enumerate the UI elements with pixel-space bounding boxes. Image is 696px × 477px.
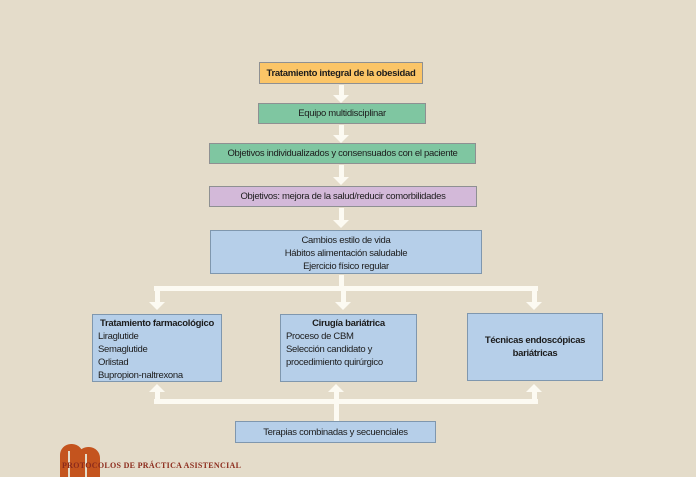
branch-drop-middle	[341, 291, 346, 303]
arrow-up-icon	[526, 384, 542, 392]
box-title: Técnicas endoscópicas bariátricas	[484, 335, 586, 359]
box-line: Proceso de CBM	[286, 331, 354, 342]
box-title: Cirugía bariátrica	[312, 318, 385, 329]
arrow-down-icon	[333, 95, 349, 103]
branch-top-bar	[154, 286, 538, 291]
drug-item: Bupropion-naltrexona	[98, 370, 183, 381]
arrow-salud-to-estilo-shaft	[339, 208, 344, 221]
arrow-down-icon	[149, 302, 165, 310]
box-tecnicas-endoscopicas: Técnicas endoscópicas bariátricas	[467, 313, 603, 381]
arrow-down-icon	[333, 177, 349, 185]
branch-drop-right	[532, 291, 537, 303]
box-line: Ejercicio físico regular	[303, 261, 389, 272]
footer-brand-text: PROTOCOLOS DE PRÁCTICA ASISTENCIAL	[62, 461, 242, 470]
surgery-lines: Proceso de CBM Selección candidato y pro…	[281, 330, 416, 369]
box-label: Terapias combinadas y secuenciales	[263, 426, 408, 438]
branch-bottom-bar	[154, 399, 538, 404]
arrow-down-icon	[333, 135, 349, 143]
arrow-objetivos-to-salud-shaft	[339, 165, 344, 178]
drug-item: Liraglutide	[98, 331, 139, 342]
branch-rise-left	[155, 392, 160, 404]
box-cirugia-bariatrica: Cirugía bariátrica Proceso de CBM Selecc…	[280, 314, 417, 382]
branch-top-stem	[339, 275, 344, 288]
box-title: Tratamiento farmacológico	[100, 318, 214, 329]
box-objetivos-salud: Objetivos: mejora de la salud/reducir co…	[209, 186, 477, 207]
arrow-down-icon	[526, 302, 542, 310]
terapias-stem	[334, 399, 339, 421]
drug-item: Semaglutide	[98, 344, 148, 355]
arrow-down-icon	[335, 302, 351, 310]
box-tratamiento-farmacologico: Tratamiento farmacológico Liraglutide Se…	[92, 314, 222, 382]
box-estilo-de-vida: Cambios estilo de vida Hábitos alimentac…	[210, 230, 482, 274]
box-line: Cambios estilo de vida	[301, 235, 391, 246]
box-label: Objetivos individualizados y consensuado…	[227, 148, 458, 159]
arrow-up-icon	[328, 384, 344, 392]
box-tratamiento-integral: Tratamiento integral de la obesidad	[259, 62, 423, 84]
arrow-up-icon	[149, 384, 165, 392]
branch-rise-middle	[334, 392, 339, 404]
drug-list: Liraglutide Semaglutide Orlistad Bupropi…	[93, 330, 221, 382]
branch-rise-right	[532, 392, 537, 404]
arrow-integral-to-equipo-shaft	[339, 85, 344, 96]
box-line: Hábitos alimentación saludable	[284, 248, 408, 259]
arrow-equipo-to-objetivos-shaft	[339, 125, 344, 136]
logo-slit	[68, 451, 70, 477]
logo-arch	[77, 447, 100, 477]
publisher-logo-icon	[60, 444, 101, 477]
box-terapias-combinadas: Terapias combinadas y secuenciales	[235, 421, 436, 443]
arrow-down-icon	[333, 220, 349, 228]
box-label: Equipo multidisciplinar	[298, 108, 386, 119]
logo-slit	[85, 454, 87, 477]
branch-drop-left	[155, 291, 160, 303]
box-line: procedimiento quirúrgico	[286, 357, 383, 368]
box-label: Tratamiento integral de la obesidad	[266, 67, 416, 79]
box-equipo-multidisciplinar: Equipo multidisciplinar	[258, 103, 426, 124]
box-line: Selección candidato y	[286, 344, 373, 355]
box-objetivos-consensuados: Objetivos individualizados y consensuado…	[209, 143, 476, 164]
drug-item: Orlistad	[98, 357, 129, 368]
box-label: Objetivos: mejora de la salud/reducir co…	[240, 191, 446, 202]
